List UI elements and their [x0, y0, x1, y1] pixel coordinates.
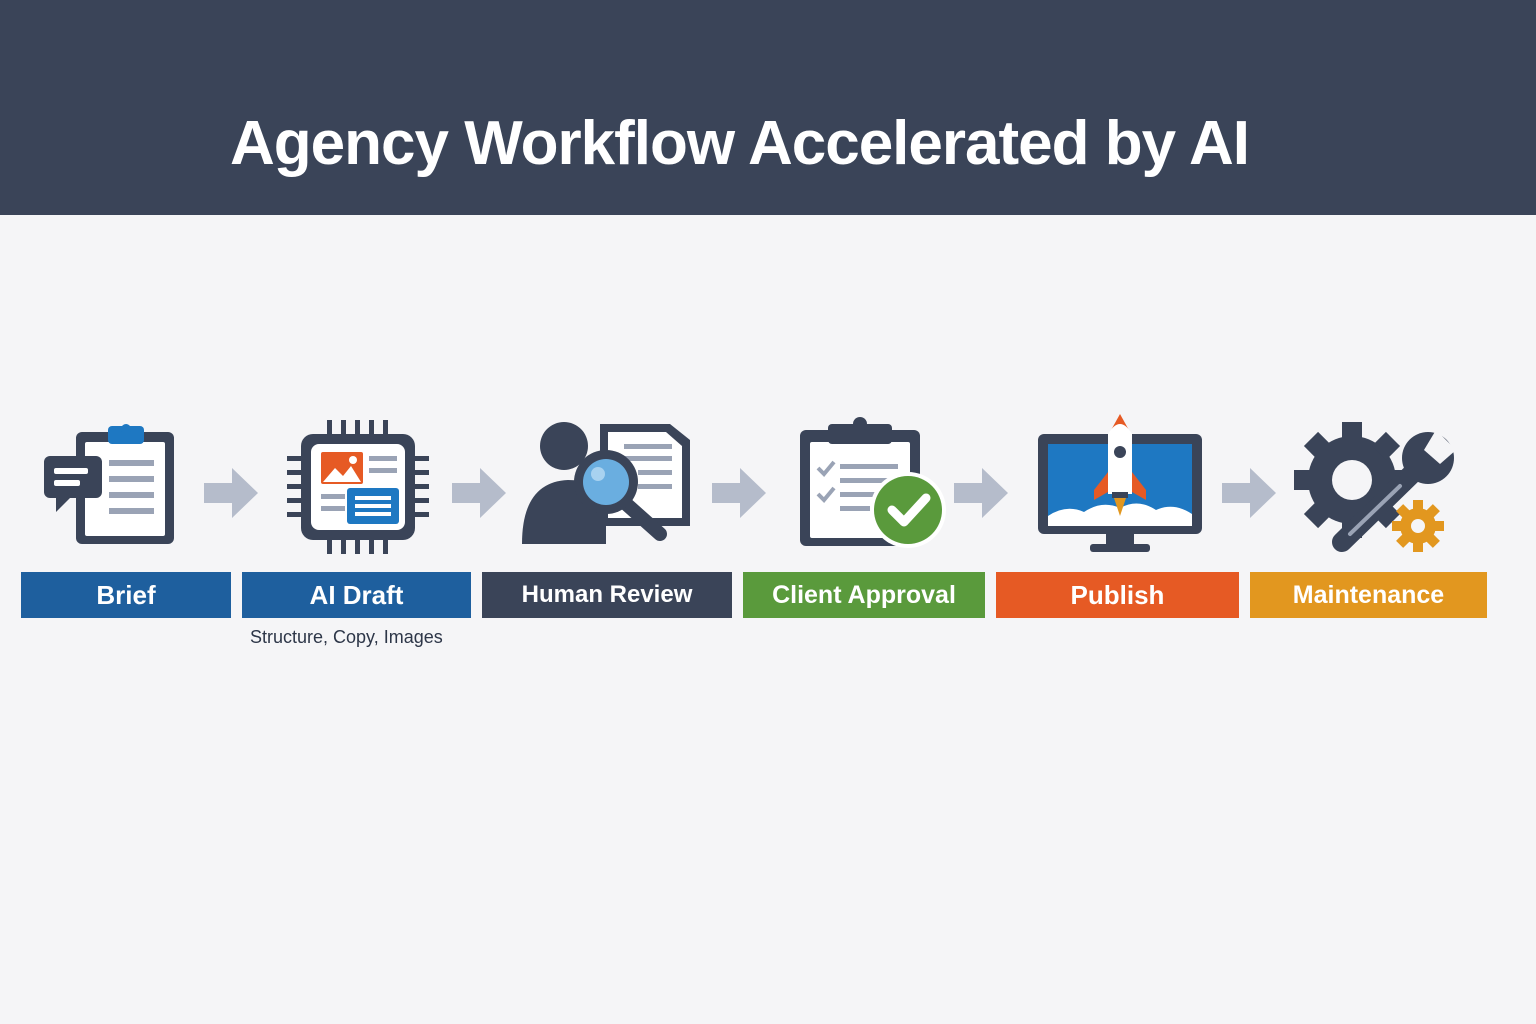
person-magnifier-icon: [522, 422, 690, 544]
page-title: Agency Workflow Accelerated by AI: [230, 109, 1250, 178]
clipboard-chat-icon: [44, 424, 174, 544]
flow-arrow-2: [452, 468, 506, 518]
ai-chip-document-icon: [287, 420, 429, 554]
flow-arrow-5: [1222, 468, 1276, 518]
header-banner: Agency Workflow Accelerated by AI: [0, 0, 1536, 215]
gear-wrench-icon: [1294, 422, 1456, 552]
step-label-publish: Publish: [996, 572, 1239, 618]
flow-arrow-1: [204, 468, 258, 518]
clipboard-check-icon: [800, 417, 946, 548]
step-label-ai-draft: AI Draft: [242, 572, 471, 618]
ai-draft-sublabel: Structure, Copy, Images: [250, 627, 443, 647]
step-label-client-approval: Client Approval: [743, 572, 985, 618]
flow-arrow-3: [712, 468, 766, 518]
step-label-maintenance: Maintenance: [1250, 572, 1487, 618]
step-label-human-review: Human Review: [482, 572, 732, 618]
step-label-brief: Brief: [21, 572, 231, 618]
flow-arrow-4: [954, 468, 1008, 518]
monitor-rocket-icon: [1038, 414, 1202, 552]
